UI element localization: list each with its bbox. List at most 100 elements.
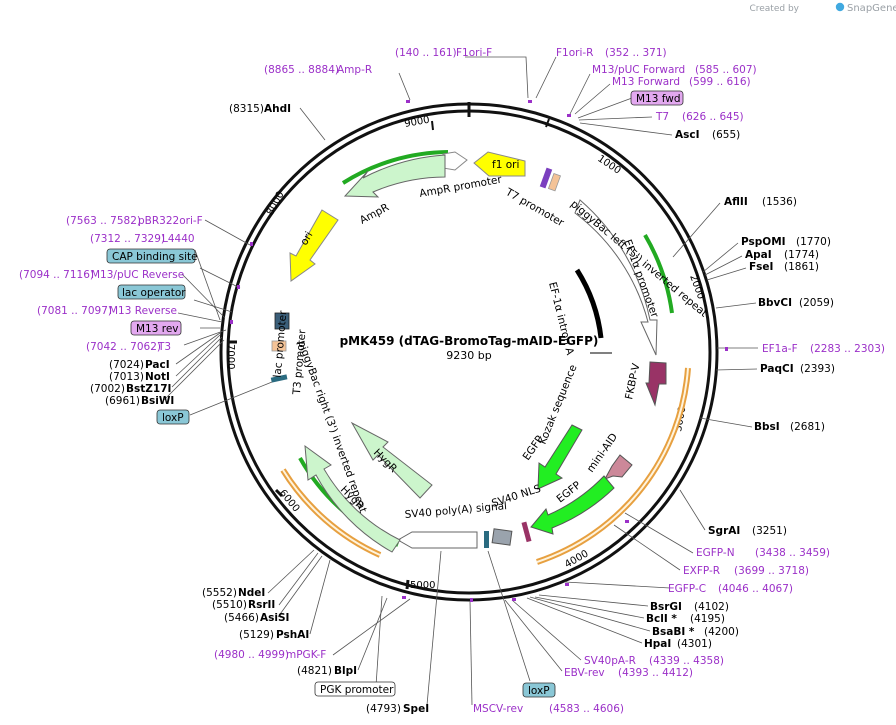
enzyme-paci[interactable]: PacI (145, 359, 170, 371)
hygr-outer-arrow[interactable] (304, 444, 401, 553)
primer-l4440[interactable]: L4440 (162, 233, 195, 245)
t7-promoter-mark[interactable] (539, 167, 553, 189)
fkbp-arrow[interactable] (645, 361, 667, 407)
plasmid-length: 9230 bp (446, 349, 491, 362)
enzyme-pshai[interactable]: PshAI (276, 629, 309, 641)
loxp-left-box[interactable] (156, 409, 190, 425)
egfp-upper-label: EGFP (521, 434, 546, 463)
plasmid-name: pMK459 (dTAG-BromoTag-mAID-EGFP) (340, 334, 599, 348)
sv40polya-label: SV40 poly(A) signal (404, 500, 507, 521)
gold-arc-left-inner (282, 469, 381, 556)
primer-sv40pa-r[interactable]: SV40pA-R (584, 655, 636, 667)
t7-orange-mark[interactable] (547, 172, 562, 192)
primer-f1ori-r[interactable]: F1ori-R (556, 47, 593, 59)
enzyme-ahdi-pos: (8315) (229, 103, 264, 115)
enzyme-fsei[interactable]: FseI (749, 261, 773, 273)
enzyme-bbsi-pos: (2681) (790, 421, 825, 433)
primer-m13puc-fwd-range: (585 .. 607) (695, 64, 757, 76)
enzyme-rsrii[interactable]: RsrII (248, 599, 275, 611)
egfp-lower-arrow[interactable] (530, 475, 615, 535)
primer-m13puc-fwd[interactable]: M13/pUC Forward (592, 64, 685, 76)
enzyme-noti[interactable]: NotI (145, 371, 170, 383)
primer-t3[interactable]: T3 (157, 341, 171, 353)
lac-promoter-mark[interactable] (274, 312, 290, 330)
enzyme-bsrgi-pos: (4102) (694, 601, 729, 613)
primer-ebv-rev[interactable]: EBV-rev (564, 667, 605, 679)
primer-m13puc-rev[interactable]: M13/pUC Reverse (91, 269, 184, 281)
enzyme-spei[interactable]: SpeI (403, 703, 429, 715)
enzyme-bsiwi[interactable]: BsiWI (141, 395, 174, 407)
primer-egfp-c[interactable]: EGFP-C (668, 583, 706, 595)
ampr-promoter-arrow[interactable] (442, 151, 468, 171)
primer-mscv-rev-range: (4583 .. 4606) (549, 703, 624, 715)
enzyme-blpi[interactable]: BlpI (334, 665, 357, 677)
primer-ef1a-f-range: (2283 .. 2303) (810, 343, 885, 355)
enzyme-sgrai[interactable]: SgrAI (708, 525, 740, 537)
primer-mpgk-f[interactable]: mPGK-F (286, 649, 326, 661)
enzyme-pspomi[interactable]: PspOMI (741, 236, 786, 248)
sv40nls-mark[interactable] (521, 521, 532, 543)
m13-rev-box[interactable] (130, 320, 182, 336)
cap-binding-box[interactable] (106, 248, 196, 264)
loxp-mark-bottom[interactable] (484, 531, 489, 548)
enzyme-ndei[interactable]: NdeI (238, 587, 265, 599)
tick-label-5000: 5000 (410, 580, 435, 591)
created-by-text: Created by (749, 4, 799, 14)
primer-ampr[interactable]: Amp-R (337, 64, 372, 76)
enzyme-spei-pos: (4793) (366, 703, 401, 715)
primer-markers (230, 100, 728, 602)
enzyme-ahdi[interactable]: AhdI (264, 103, 291, 115)
primer-f1ori-f[interactable]: F1ori-F (456, 47, 492, 59)
enzyme-asisi[interactable]: AsiSI (260, 612, 289, 624)
primer-m13-rev[interactable]: M13 Reverse (109, 305, 177, 317)
enzyme-bsabi-pos: (4200) (704, 626, 739, 638)
primer-f1ori-r-range: (352 .. 371) (605, 47, 667, 59)
loxp-mark-left[interactable] (270, 374, 288, 383)
enzyme-bsabi[interactable]: BsaBI * (652, 626, 695, 638)
snapgene-logo-icon (835, 2, 845, 12)
mini-aid-arrow[interactable] (603, 454, 633, 480)
t3-orange-mark[interactable] (271, 340, 287, 352)
enzyme-apai-pos: (1774) (784, 249, 819, 261)
ori-arrow[interactable] (289, 209, 339, 282)
primer-ef1a-f[interactable]: EF1a-F (762, 343, 798, 355)
primer-exfp-r[interactable]: EXFP-R (683, 565, 720, 577)
sv40polya-arrow[interactable] (396, 531, 478, 549)
enzyme-hpai[interactable]: HpaI (644, 638, 671, 650)
primer-t7[interactable]: T7 (655, 111, 669, 123)
green-arc-ef1a (643, 233, 674, 314)
enzyme-paqci[interactable]: PaqCI (760, 363, 794, 375)
ampr-arrow[interactable] (343, 154, 446, 198)
enzyme-bsrgi[interactable]: BsrGI (650, 601, 682, 613)
sv40polya-box[interactable] (491, 528, 513, 546)
primer-pbr322-range: (7563 .. 7582) (66, 215, 141, 227)
m13-fwd-box[interactable] (630, 90, 684, 106)
hygr-inner-arrow[interactable] (350, 421, 433, 499)
pgk-promoter-box[interactable] (314, 681, 396, 697)
enzyme-bbvci[interactable]: BbvCI (758, 297, 792, 309)
primer-mpgk-f-range: (4980 .. 4999) (214, 649, 289, 661)
primer-egfp-n-range: (3438 .. 3459) (755, 547, 830, 559)
enzyme-apai[interactable]: ApaI (745, 249, 772, 261)
enzyme-aflii[interactable]: AflII (724, 196, 748, 208)
enzyme-bcli[interactable]: BclI * (646, 613, 677, 625)
f1ori-arrow[interactable] (473, 151, 526, 177)
loxp-left-label: loxP (162, 412, 184, 424)
enzyme-bbsi[interactable]: BbsI (754, 421, 780, 433)
enzyme-asci[interactable]: AscI (675, 129, 700, 141)
primer-egfp-n[interactable]: EGFP-N (696, 547, 735, 559)
loxp-bottom-label: loxP (528, 685, 550, 697)
piggybac-left-arrow[interactable] (574, 199, 658, 356)
primer-m13-fwd[interactable]: M13 Forward (612, 76, 680, 88)
egfp-upper-arrow[interactable] (537, 424, 583, 490)
ef1a-intron-arc[interactable] (574, 268, 604, 339)
primer-pbr322[interactable]: pBR322ori-F (138, 215, 203, 227)
lac-operator-box[interactable] (117, 284, 186, 300)
loxp-bottom-box[interactable] (522, 682, 556, 698)
enzyme-bstz17i-pos: (7002) (90, 383, 125, 395)
primer-mscv-rev[interactable]: MSCV-rev (473, 703, 523, 715)
ampr-label: AmpR (358, 201, 391, 226)
pgk-promoter-label: PGK promoter (320, 684, 394, 696)
primer-t3-range: (7042 .. 7062) (86, 341, 161, 353)
enzyme-bstz17i[interactable]: BstZ17I (126, 383, 171, 395)
